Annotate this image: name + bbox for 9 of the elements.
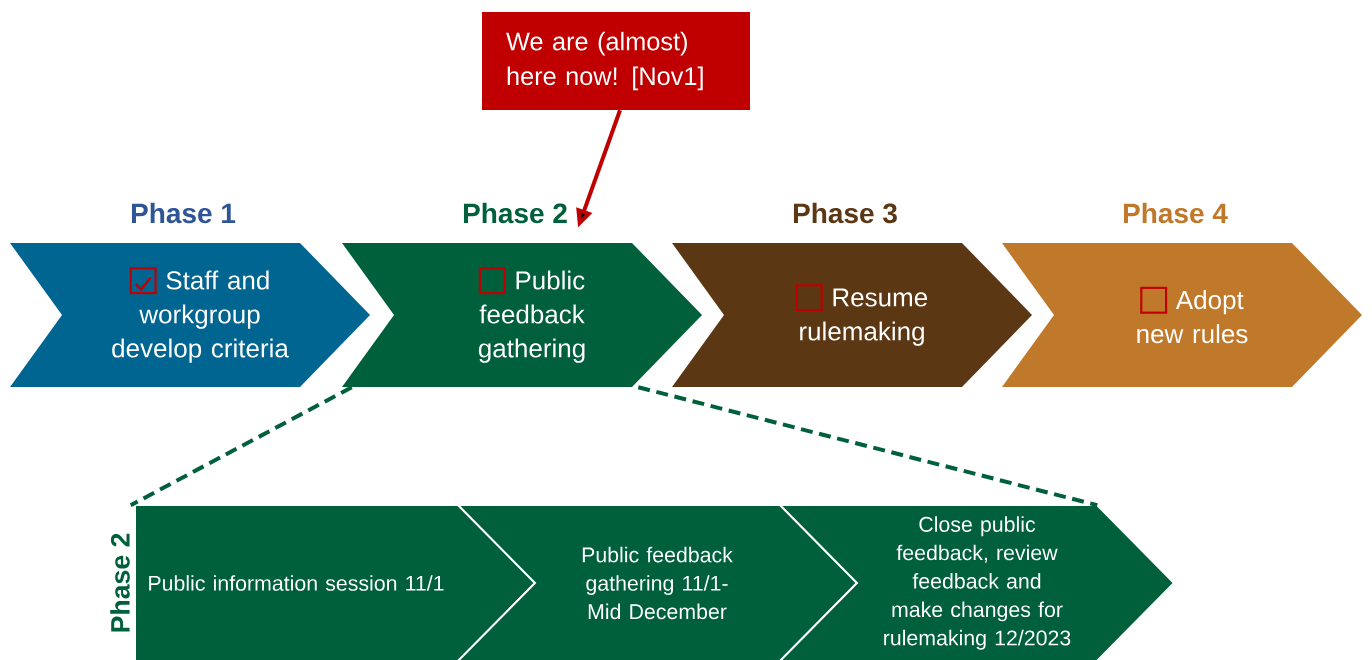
callout-box: We are (almost) here now! [Nov1] [482, 12, 750, 110]
phase-heading: Phase 4 [1123, 202, 1228, 224]
phase-heading: Phase 2 [463, 202, 567, 224]
connector-line [637, 385, 1098, 508]
node-label: Close public feedback, review feedback and make changes for rulemaking 12/2023 [884, 516, 1071, 650]
node-label: Public feedback gathering 11/1- Mid December [582, 546, 733, 620]
connector-line [129, 385, 353, 507]
phase-heading: Phase 3 [793, 202, 897, 224]
phase-heading: Phase 1 [131, 202, 236, 224]
